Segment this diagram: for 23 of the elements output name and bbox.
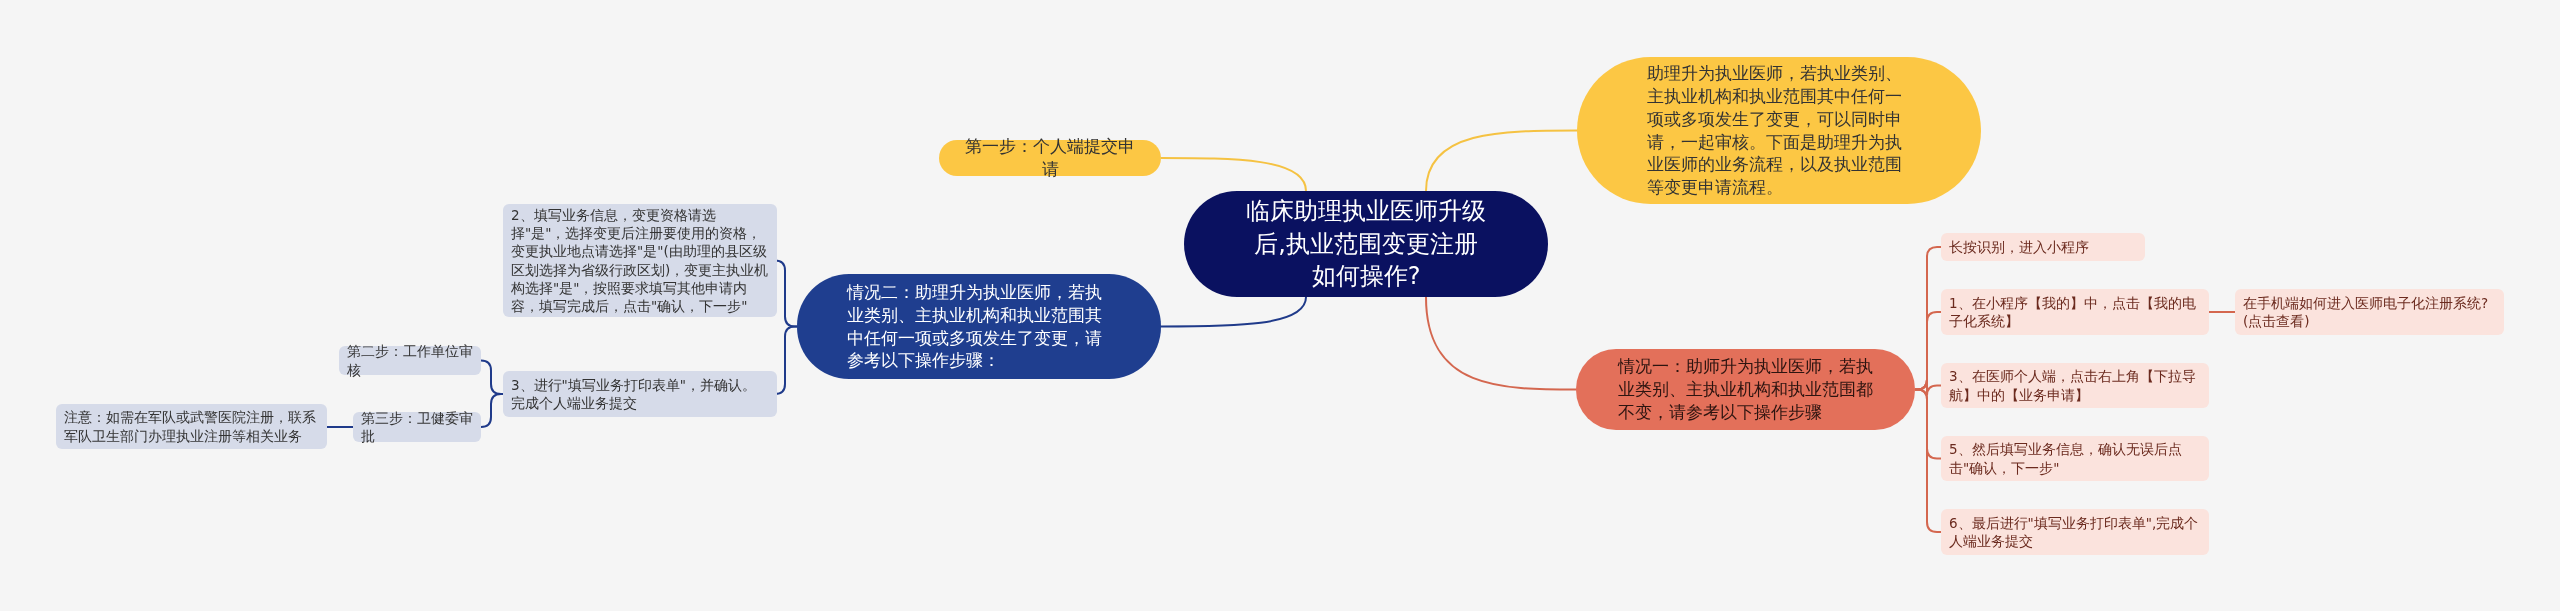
connector-line bbox=[1160, 296, 1307, 328]
connector-line bbox=[1425, 129, 1578, 192]
topic-pill: 情况一：助师升为执业医师，若执业类别、主执业机构和执业范围都不变，请参考以下操作步骤 bbox=[1576, 349, 1915, 430]
step-card: 长按识别，进入小程序 bbox=[1941, 233, 2145, 261]
step-card: 注意：如需在军队或武警医院注册，联系军队卫生部门办理执业注册等相关业务 bbox=[56, 404, 327, 449]
topic-pill: 助理升为执业医师，若执业类别、主执业机构和执业范围其中任何一项或多项发生了变更，可以同时申请，一起审核。下面是助理升为执业医师的业务流程，以及执业范围等变更申请流程。 bbox=[1577, 57, 1981, 204]
step-card: 3、进行"填写业务打印表单"，并确认。完成个人端业务提交 bbox=[503, 371, 777, 417]
connector-line bbox=[326, 426, 354, 428]
step-card: 第二步：工作单位审核 bbox=[339, 346, 481, 375]
connector-line bbox=[1425, 296, 1577, 391]
step-card: 6、最后进行"填写业务打印表单",完成个人端业务提交 bbox=[1941, 509, 2209, 555]
connector-line bbox=[1914, 388, 1942, 533]
connector-line bbox=[1160, 157, 1307, 192]
step-card: 第三步：卫健委审批 bbox=[353, 412, 481, 442]
connector-line bbox=[480, 393, 504, 428]
step-card: 5、然后填写业务信息，确认无误后点击"确认，下一步" bbox=[1941, 436, 2209, 481]
step-card: 1、在小程序【我的】中，点击【我的电子化系统】 bbox=[1941, 289, 2209, 335]
central-topic: 临床助理执业医师升级后,执业范围变更注册如何操作? bbox=[1184, 191, 1548, 297]
connector-line bbox=[2208, 311, 2236, 313]
step-card: 在手机端如何进入医师电子化注册系统?(点击查看) bbox=[2235, 289, 2504, 335]
step-card: 2、填写业务信息，变更资格请选择"是"，选择变更后注册要使用的资格，变更执业地点请选择"是"(由助理的县区级区划选择为省级行政区划)，变更主执业机构选择"是"，按照要求填写其他申请内容，填写完成后，点击"确认，下一步" bbox=[503, 204, 777, 317]
step-card: 3、在医师个人端，点击右上角【下拉导航】中的【业务申请】 bbox=[1941, 363, 2209, 408]
topic-pill: 情况二：助理升为执业医师，若执业类别、主执业机构和执业范围其中任何一项或多项发生了变更，请参考以下操作步骤： bbox=[797, 274, 1161, 379]
